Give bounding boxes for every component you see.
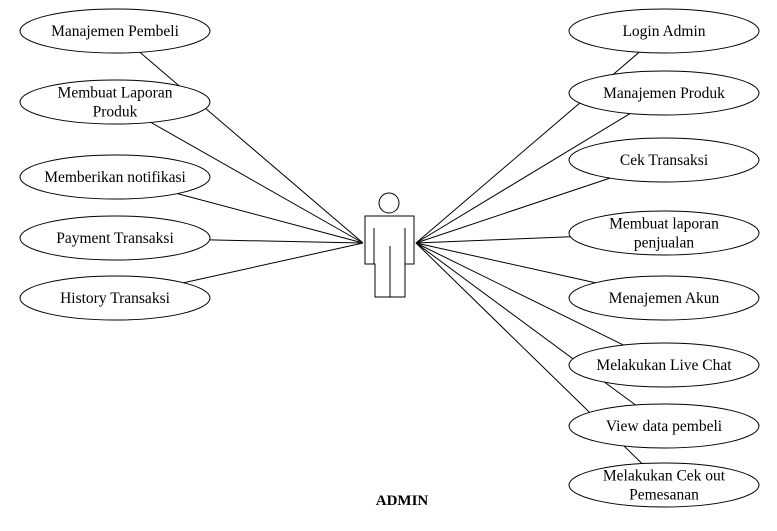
association-line: [415, 242, 596, 284]
use-case-membuat-laporan-penjualan: Membuat laporan penjualan: [568, 210, 760, 256]
association-line: [139, 51, 364, 244]
use-case-history-transaksi: History Transaksi: [19, 275, 211, 321]
association-line: [209, 239, 364, 244]
use-case-label: Membuat Laporan: [58, 85, 173, 102]
use-case-ellipse: [19, 215, 211, 261]
actor-head: [378, 192, 400, 214]
use-case-label: penjualan: [634, 235, 695, 252]
association-line: [177, 193, 364, 244]
use-case-view-data-pembeli: View data pembeli: [568, 403, 760, 449]
use-case-label: Menajemen Akun: [609, 290, 720, 307]
use-case-ellipse: [568, 275, 760, 321]
use-case-label: Manajemen Produk: [603, 85, 725, 102]
use-case-login-admin: Login Admin: [568, 8, 760, 54]
use-case-ellipse: [19, 154, 211, 200]
association-line: [415, 177, 611, 244]
use-case-ellipse: [568, 70, 760, 116]
use-case-label: Membuat laporan: [609, 216, 719, 233]
use-case-ellipse: [568, 403, 760, 449]
use-case-ellipse: [19, 79, 211, 125]
actor-name-label: ADMIN: [376, 493, 429, 509]
use-case-label: Payment Transaksi: [56, 230, 174, 247]
use-case-memberikan-notifikasi: Memberikan notifikasi: [19, 154, 211, 200]
use-case-payment-transaksi: Payment Transaksi: [19, 215, 211, 261]
use-case-ellipse: [19, 8, 211, 54]
use-case-label: Login Admin: [622, 23, 705, 40]
use-case-ellipse: [19, 275, 211, 321]
association-line: [415, 236, 571, 244]
use-case-menajemen-akun: Menajemen Akun: [568, 275, 760, 321]
use-case-ellipse: [568, 342, 760, 388]
use-case-melakukan-live-chat: Melakukan Live Chat: [568, 342, 760, 388]
use-case-label: Produk: [93, 104, 138, 121]
use-case-label: Melakukan Live Chat: [596, 357, 732, 374]
use-case-ellipse: [568, 210, 760, 256]
use-case-ellipse: [568, 137, 760, 183]
use-case-manajemen-pembeli: Manajemen Pembeli: [19, 8, 211, 54]
use-case-ellipse: [568, 8, 760, 54]
association-line: [415, 242, 624, 346]
use-case-label: History Transaksi: [60, 290, 171, 307]
use-case-label: Pemesanan: [629, 487, 699, 504]
association-line: [150, 121, 364, 244]
use-case-label: Cek Transaksi: [620, 152, 709, 169]
use-case-ellipse: [568, 462, 760, 508]
association-line: [183, 242, 364, 284]
association-line: [415, 113, 631, 244]
use-case-label: Melakukan Cek out: [603, 468, 726, 485]
use-case-label: View data pembeli: [606, 418, 723, 435]
use-case-label: Manajemen Pembeli: [51, 23, 180, 40]
use-case-manajemen-produk: Manajemen Produk: [568, 70, 760, 116]
use-case-cek-transaksi: Cek Transaksi: [568, 137, 760, 183]
use-case-label: Memberikan notifikasi: [44, 169, 186, 186]
actor-admin: ADMIN: [364, 192, 429, 509]
